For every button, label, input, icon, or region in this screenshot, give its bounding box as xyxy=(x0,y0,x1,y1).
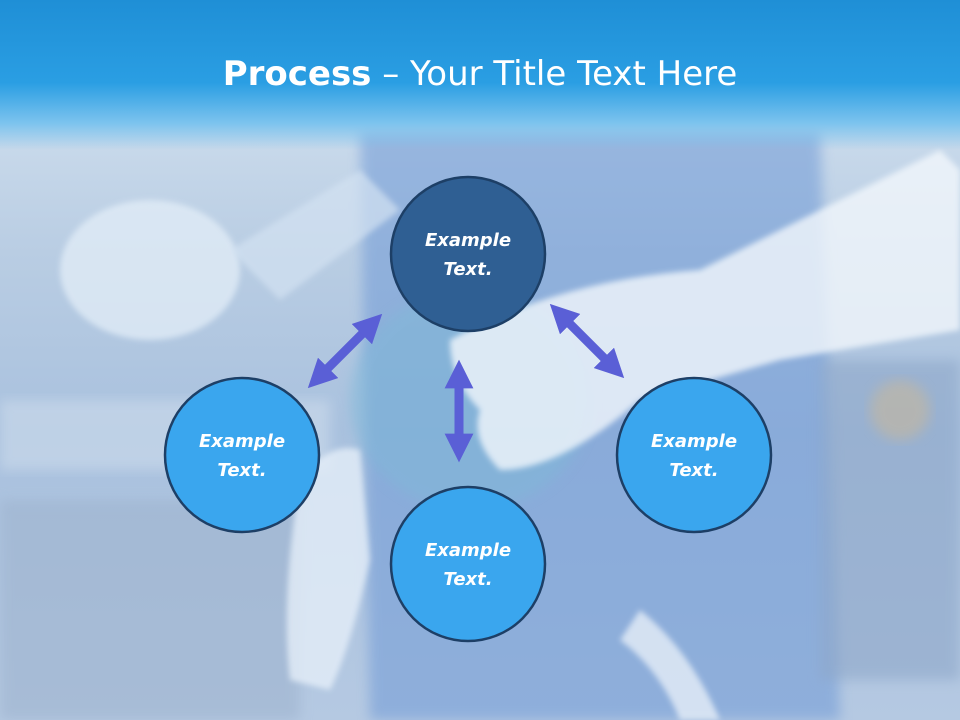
arrow-top-right xyxy=(549,303,625,379)
node-top-label: Example Text. xyxy=(393,226,543,284)
title-bold: Process xyxy=(222,54,372,94)
node-right-line2: Text. xyxy=(669,460,719,481)
node-top-line2: Text. xyxy=(443,259,493,280)
node-left-line1: Example xyxy=(198,431,286,452)
arrow-top-left xyxy=(307,313,383,389)
node-right-circle xyxy=(615,376,773,534)
node-right-label: Example Text. xyxy=(619,427,769,485)
node-top-line1: Example xyxy=(424,230,512,251)
title-bar xyxy=(0,0,960,150)
node-left-line2: Text. xyxy=(217,460,267,481)
node-bottom-line2: Text. xyxy=(443,569,493,590)
node-bottom-label: Example Text. xyxy=(393,536,543,594)
node-top-circle xyxy=(389,175,547,333)
title-rest: – Your Title Text Here xyxy=(371,54,738,94)
node-bottom-line1: Example xyxy=(424,540,512,561)
node-left-circle xyxy=(163,376,321,534)
node-right-line1: Example xyxy=(650,431,738,452)
node-bottom-circle xyxy=(389,485,547,643)
slide-title: Process – Your Title Text Here xyxy=(0,52,960,96)
node-left-label: Example Text. xyxy=(167,427,317,485)
